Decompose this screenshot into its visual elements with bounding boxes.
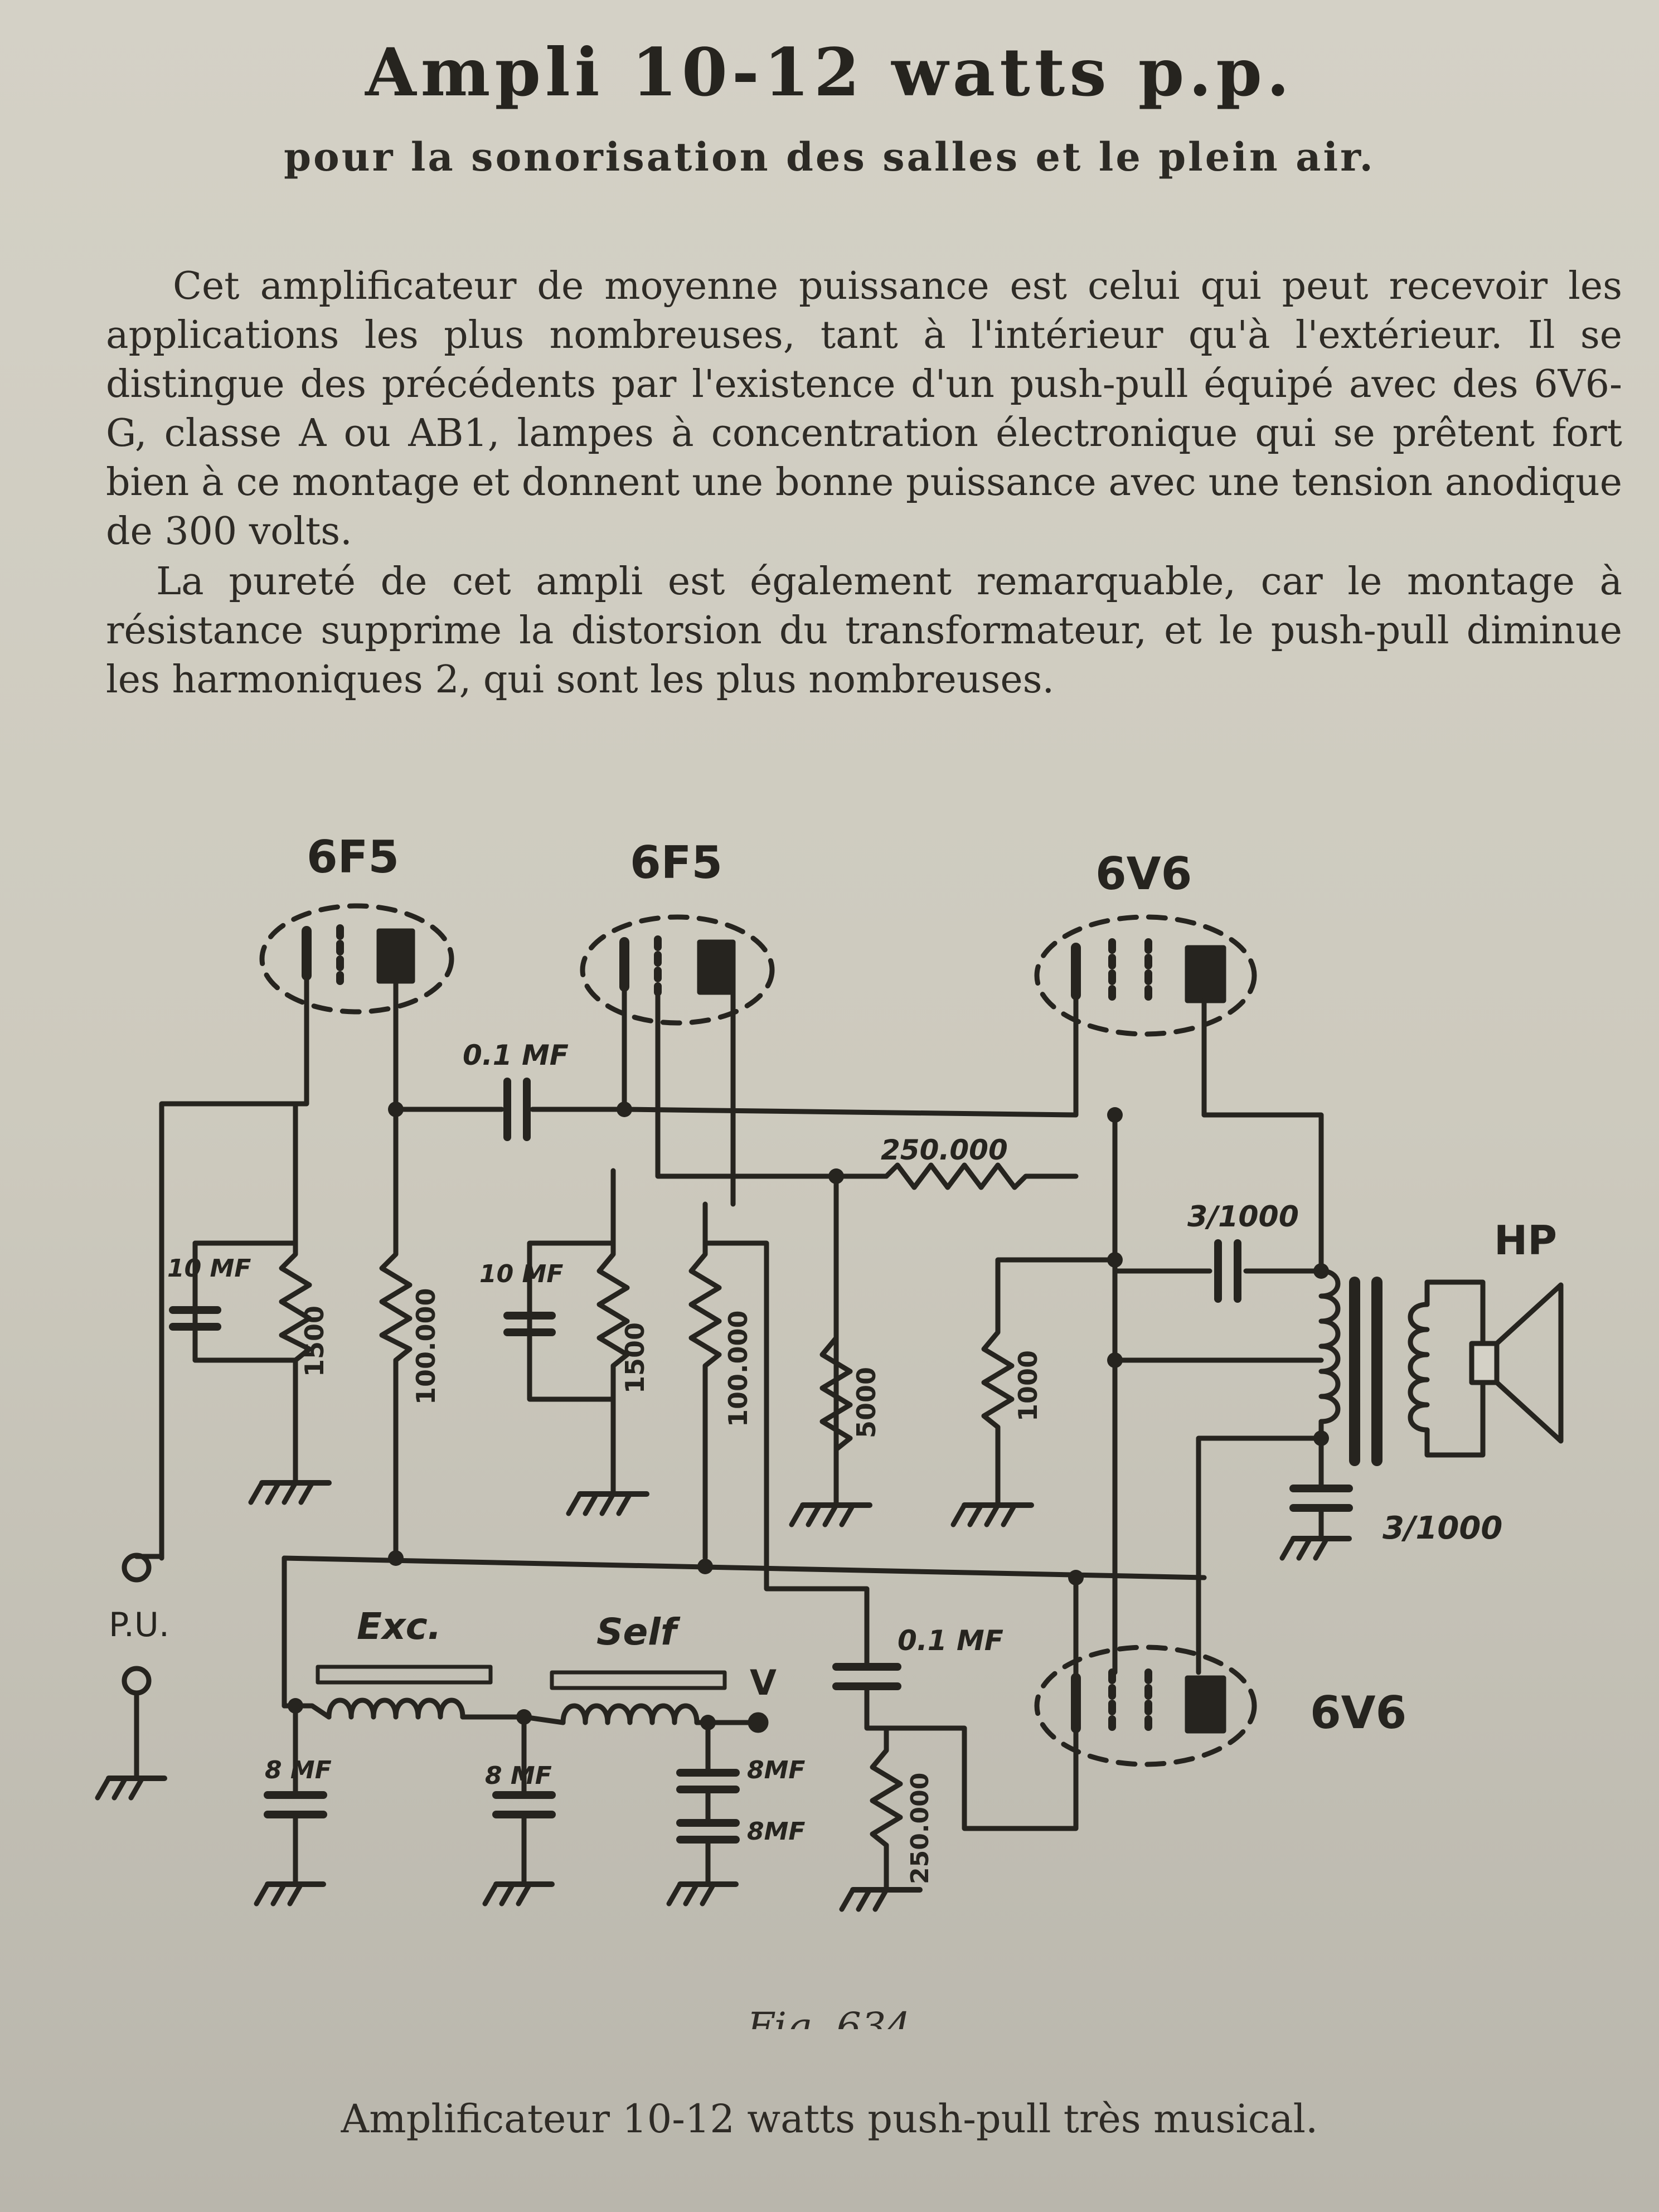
- junction-dots: [288, 1102, 1329, 1730]
- speaker-label: HP: [1494, 1217, 1557, 1264]
- resistor-label: 1000: [1013, 1350, 1043, 1422]
- resistor-label: 250.000: [906, 1773, 934, 1884]
- cap-label: 8MF: [747, 1817, 805, 1846]
- resistor-label: 250.000: [881, 1134, 1008, 1166]
- cap-label: 8 MF: [265, 1756, 332, 1784]
- page-title: Ampli 10-12 watts p.p.: [365, 33, 1294, 111]
- resistor-label: 1500: [299, 1306, 329, 1377]
- tube-label: 6V6: [1310, 1687, 1406, 1739]
- cap-label: 3/1000: [1187, 1200, 1299, 1234]
- cap-label: 8 MF: [485, 1762, 552, 1790]
- resistor-label: 5000: [851, 1367, 881, 1438]
- pickup-label: P.U.: [109, 1605, 169, 1645]
- body-paragraph: La pureté de cet ampli est également rem…: [106, 560, 1622, 702]
- tube-6v6-bottom: [1034, 1645, 1257, 1767]
- cap-label: 0.1 MF: [463, 1039, 569, 1071]
- tube-label: 6V6: [1095, 848, 1192, 900]
- resistor-label: 100.000: [411, 1288, 441, 1405]
- cap-label: 8MF: [747, 1756, 805, 1784]
- tube-6v6-top: [1034, 914, 1257, 1037]
- figure-caption: Amplificateur 10-12 watts push-pull très…: [341, 2096, 1318, 2142]
- cap-label: 10 MF: [167, 1254, 251, 1283]
- tube-label: 6F5: [630, 837, 722, 889]
- figure-label: Fig. 634: [746, 2004, 911, 2029]
- coil-label: Exc.: [357, 1605, 442, 1648]
- resistor-label: 1500: [620, 1322, 650, 1394]
- tube-6f5-second: [580, 914, 775, 1026]
- coil-label: Self: [596, 1611, 681, 1653]
- tube-label: 6F5: [307, 831, 399, 883]
- supply-label: V: [750, 1662, 777, 1703]
- cap-label: 0.1 MF: [898, 1624, 1003, 1657]
- cap-label: 10 MF: [479, 1260, 563, 1288]
- tube-6f5-first: [259, 903, 454, 1015]
- amplifier-schematic: 6F5 6F5 6V6 6V6 0.1 MF 250.000 3/1000 3/…: [95, 831, 1564, 2029]
- cap-label: 3/1000: [1382, 1510, 1502, 1546]
- page-subtitle: pour la sonorisation des salles et le pl…: [284, 134, 1375, 180]
- body-paragraph: Cet amplificateur de moyenne puissance e…: [106, 264, 1622, 554]
- resistor-label: 100.000: [723, 1310, 753, 1427]
